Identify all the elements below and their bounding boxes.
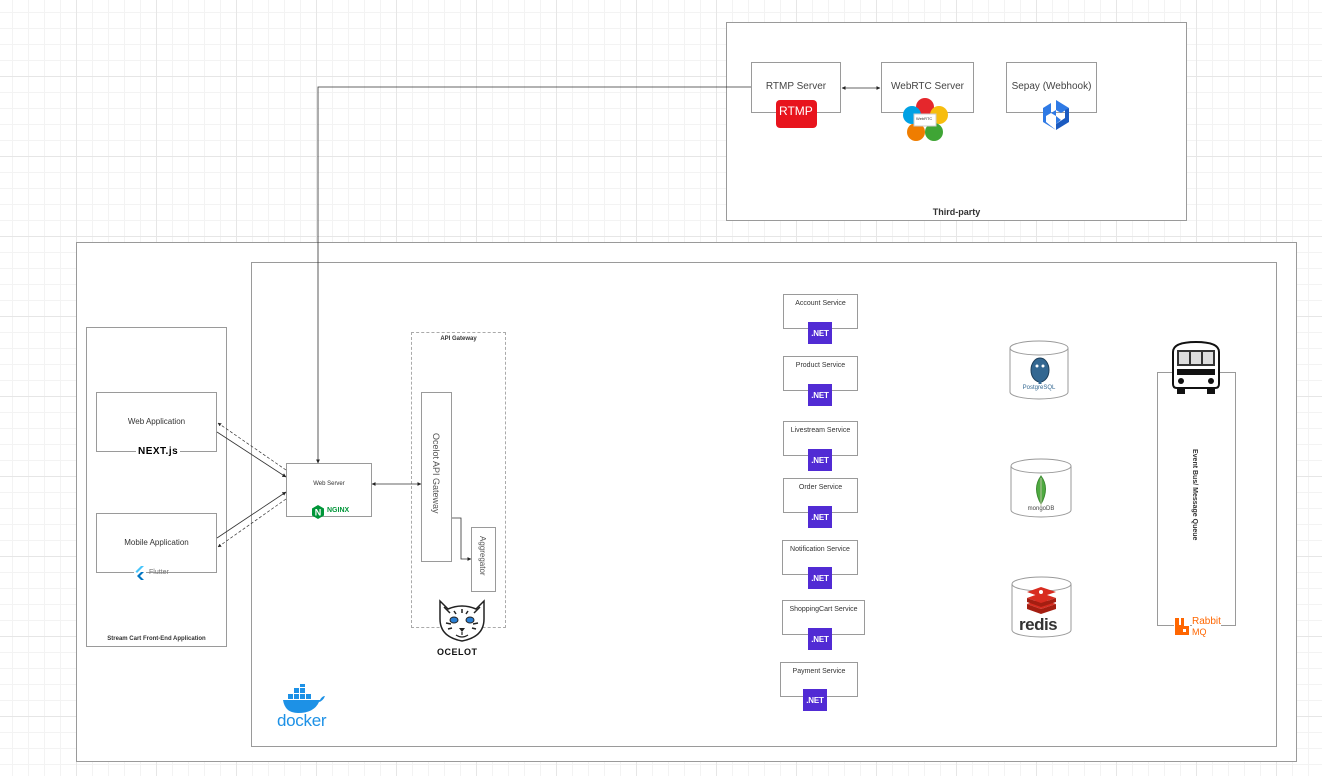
livestream-service-label: Livestream Service <box>790 427 851 434</box>
product-service-label: Product Service <box>795 362 846 369</box>
sepay-icon <box>1039 98 1073 132</box>
svg-text:N: N <box>315 508 322 518</box>
mobile-application-node: Mobile Application <box>96 513 217 573</box>
server-to-webapp-line <box>217 422 287 471</box>
server-to-mobile-line <box>217 498 287 548</box>
ocelot-logo: OCELOT <box>437 647 478 657</box>
postgresql-database: PostgreSQL <box>1009 340 1069 400</box>
ocelot-cat-icon <box>434 597 490 643</box>
rabbitmq-logo-line1: Rabbit <box>1192 616 1221 627</box>
livestream-service-node: Livestream Service <box>783 421 858 456</box>
mobile-to-server-line <box>216 491 287 539</box>
aggregator-label: Aggregator <box>478 536 487 576</box>
webapp-to-server-line <box>216 431 287 478</box>
notification-service-label: Notification Service <box>790 546 850 553</box>
ocelot-gateway-label: Ocelot API Gateway <box>431 433 441 514</box>
api-gateway-title: API Gateway <box>440 336 477 342</box>
nginx-logo: NGINX <box>327 507 350 514</box>
webrtc-server-label: WebRTC Server <box>891 81 964 92</box>
ocelot-gateway-node: Ocelot API Gateway <box>421 392 452 562</box>
web-server-node: Web Server <box>286 463 372 517</box>
dotnet-badge: .NET <box>808 322 832 344</box>
docker-logo: docker <box>277 711 327 730</box>
rabbitmq-icon <box>1174 616 1190 636</box>
dotnet-badge: .NET <box>808 384 832 406</box>
redis-label: redis <box>1019 615 1058 634</box>
postgresql-label: PostgreSQL <box>1022 385 1056 391</box>
flutter-logo: Flutter <box>149 569 169 576</box>
mongodb-database: mongoDB <box>1010 458 1072 518</box>
dotnet-badge: .NET <box>808 567 832 589</box>
dotnet-badge: .NET <box>803 689 827 711</box>
sepay-webhook-node: Sepay (Webhook) <box>1006 62 1097 113</box>
account-service-label: Account Service <box>795 300 846 307</box>
webrtc-logo: WebRTC <box>916 116 933 121</box>
rtmp-logo: RTMP <box>779 104 813 118</box>
order-service-label: Order Service <box>798 484 843 491</box>
gateway-aggregator-line <box>452 517 472 561</box>
dotnet-badge: .NET <box>808 449 832 471</box>
rtmp-logo-badge: RTMP <box>776 100 817 128</box>
shoppingcart-service-label: ShoppingCart Service <box>789 606 858 613</box>
dotnet-badge: .NET <box>808 628 832 650</box>
flutter-icon <box>134 566 146 580</box>
frontend-container: Stream Cart Front-End Application <box>86 327 227 647</box>
mongodb-label: mongoDB <box>1027 506 1055 512</box>
third-party-title: Third-party <box>932 207 981 217</box>
payment-service-label: Payment Service <box>792 668 846 675</box>
nginx-icon: N <box>311 505 325 519</box>
web-server-label: Web Server <box>313 481 345 487</box>
web-application-label: Web Application <box>127 417 186 426</box>
docker-whale-icon <box>282 682 326 714</box>
rtmp-to-webserver-line <box>316 86 751 464</box>
webrtc-icon: WebRTC <box>903 98 949 142</box>
event-bus-label: Event Bus/ Message Queue <box>1191 449 1198 541</box>
aggregator-node: Aggregator <box>471 527 496 592</box>
redis-database: redis <box>1011 576 1072 638</box>
sepay-webhook-label: Sepay (Webhook) <box>1011 81 1092 92</box>
dotnet-badge: .NET <box>808 506 832 528</box>
nextjs-logo: NEXT.js <box>136 446 181 457</box>
bus-icon <box>1169 338 1223 396</box>
frontend-title: Stream Cart Front-End Application <box>107 636 206 642</box>
rabbitmq-logo-line2: MQ <box>1192 627 1207 637</box>
event-bus-node: Event Bus/ Message Queue <box>1157 372 1236 626</box>
mobile-application-label: Mobile Application <box>124 538 189 547</box>
rtmp-server-label: RTMP Server <box>765 81 827 92</box>
